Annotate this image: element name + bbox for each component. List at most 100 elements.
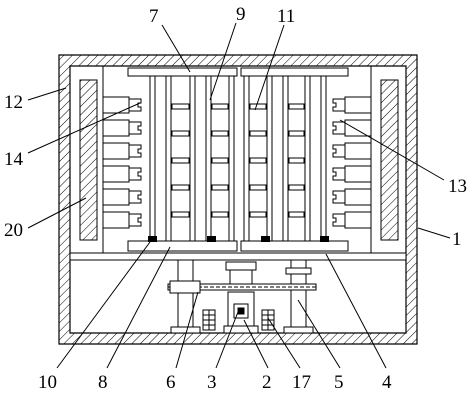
bottom-plate-right [240, 240, 349, 252]
right-vent-block [261, 309, 275, 331]
right-clip [332, 213, 346, 227]
leader-17 [267, 317, 301, 369]
left-shelf-brackets [102, 96, 142, 229]
sensor-block [261, 236, 270, 242]
rod [282, 75, 289, 242]
label-6: 6 [166, 372, 176, 393]
inner-frame-outline [102, 65, 372, 254]
label-4: 4 [382, 372, 392, 393]
label-5: 5 [334, 372, 344, 393]
right-bracket [344, 188, 372, 206]
rod [165, 75, 172, 242]
leader-9 [209, 22, 237, 101]
shelf-tab [288, 184, 305, 191]
right-bracket [344, 142, 372, 160]
label-9: 9 [236, 4, 246, 25]
label-14: 14 [4, 149, 24, 170]
rod [320, 75, 327, 242]
left-sprocket [169, 280, 201, 294]
rod [205, 75, 212, 242]
rod [243, 75, 250, 242]
left-heater [79, 79, 98, 241]
left-column-base [170, 326, 201, 334]
leader-lines [27, 22, 451, 369]
shelf-tab [288, 211, 305, 218]
left-clip [128, 213, 142, 227]
leader-3 [215, 311, 239, 369]
shelf-tab [211, 184, 229, 191]
left-clip [128, 144, 142, 158]
leader-20 [27, 197, 87, 229]
label-7: 7 [149, 6, 159, 27]
leader-8 [106, 246, 171, 369]
left-bracket [102, 165, 130, 183]
leader-2 [243, 319, 269, 369]
shelf-tab [211, 103, 229, 110]
left-bracket [102, 188, 130, 206]
left-clip [128, 167, 142, 181]
shelf-tab [171, 103, 190, 110]
motor-core [237, 307, 245, 315]
leader-4 [325, 253, 387, 369]
rod [149, 75, 156, 242]
shelf-tab [249, 103, 267, 110]
label-20: 20 [4, 220, 23, 241]
top-plate-left [127, 67, 238, 77]
shelf-tab [171, 130, 190, 137]
leader-10 [56, 241, 151, 369]
motor-shaft-housing [229, 269, 253, 285]
left-clip [128, 190, 142, 204]
right-clip [332, 144, 346, 158]
motor-top [225, 261, 257, 271]
label-3: 3 [207, 372, 217, 393]
shelf-tab [288, 157, 305, 164]
reference-labels: 7 9 11 12 14 13 20 1 10 8 6 3 2 17 5 4 [4, 4, 467, 393]
shelf-tab [249, 130, 267, 137]
leader-11 [254, 24, 285, 111]
right-heater [380, 79, 399, 241]
left-vent-block [202, 309, 216, 331]
label-2: 2 [262, 372, 272, 393]
right-bracket [344, 211, 372, 229]
label-17: 17 [292, 372, 311, 393]
leader-14 [27, 102, 141, 154]
shelf-tab [211, 130, 229, 137]
label-1: 1 [452, 229, 462, 250]
shelf-tab [171, 211, 190, 218]
right-clip [332, 98, 346, 112]
label-8: 8 [98, 372, 108, 393]
label-12: 12 [4, 92, 23, 113]
sensor-block [207, 236, 216, 242]
shelf-tab [249, 184, 267, 191]
rod [266, 75, 273, 242]
leader-7 [161, 24, 191, 73]
shelf-tabs [171, 103, 305, 218]
right-clip [332, 167, 346, 181]
shelf-tab [249, 211, 267, 218]
left-column [177, 259, 194, 331]
vertical-rods [149, 75, 327, 242]
shelf-tab [211, 157, 229, 164]
leader-1 [417, 227, 451, 239]
shelf-tab [211, 211, 229, 218]
shelf-tab [288, 103, 305, 110]
shelf-tab [171, 184, 190, 191]
label-13: 13 [448, 176, 467, 197]
right-clip [332, 121, 346, 135]
right-bracket [344, 165, 372, 183]
left-clip [128, 121, 142, 135]
right-clip [332, 190, 346, 204]
sensor-block [320, 236, 329, 242]
label-11: 11 [277, 6, 295, 27]
shelf-tab [171, 157, 190, 164]
sensor-blocks [148, 236, 329, 242]
leader-6 [175, 291, 199, 369]
top-plate-right [240, 67, 349, 77]
leader-12 [27, 87, 67, 101]
rod [304, 75, 311, 242]
label-10: 10 [38, 372, 57, 393]
left-bracket [102, 142, 130, 160]
rod [189, 75, 196, 242]
left-bracket [102, 119, 130, 137]
shelf-tab [288, 130, 305, 137]
